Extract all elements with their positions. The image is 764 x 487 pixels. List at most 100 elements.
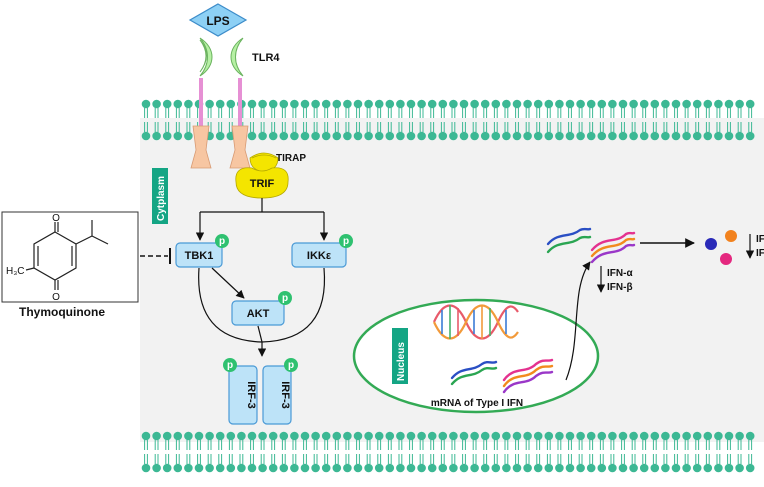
lipid-head	[470, 131, 479, 141]
lipid-head	[586, 99, 596, 109]
lipid-head	[714, 463, 723, 473]
lipid-head	[374, 131, 384, 141]
lipid-head	[671, 431, 681, 441]
lipid-head	[586, 463, 596, 473]
lipid-head	[491, 463, 501, 473]
lipid-head	[523, 463, 532, 473]
lipid-head	[279, 463, 289, 473]
lipid-head	[449, 131, 458, 141]
lipid-head	[152, 431, 161, 441]
lipid-head	[173, 463, 183, 473]
lipid-head	[586, 131, 596, 141]
lipid-head	[745, 99, 755, 109]
lipid-head	[459, 131, 469, 141]
lipid-head	[661, 99, 670, 109]
lipid-head	[332, 99, 342, 109]
thymoquinone-o-top: O	[52, 213, 60, 224]
lipid-head	[353, 463, 363, 473]
lipid-head	[703, 131, 713, 141]
lipid-head	[618, 431, 628, 441]
lipid-head	[724, 131, 734, 141]
cell-membrane-bottom	[141, 431, 755, 473]
lipid-head	[491, 131, 501, 141]
lipid-head	[692, 463, 702, 473]
lipid-head	[682, 463, 691, 473]
lipid-head	[194, 463, 204, 473]
lipid-head	[533, 131, 543, 141]
lipid-head	[152, 131, 161, 141]
lipid-head	[459, 463, 469, 473]
lipid-head	[364, 431, 373, 441]
lipid-head	[724, 99, 734, 109]
tbk1-to-akt-arrow	[211, 267, 245, 299]
lipid-head	[608, 431, 617, 441]
lipid-head	[555, 99, 564, 109]
lipid-head	[321, 99, 331, 109]
lipid-head	[385, 99, 395, 109]
lipid-head	[480, 131, 490, 141]
tbk1-phospho-badge	[215, 234, 229, 248]
lipid-head	[512, 463, 522, 473]
lipid-head	[629, 99, 638, 109]
irf3-label-left: IRF-3	[245, 381, 257, 409]
lipid-head	[618, 131, 628, 141]
lipid-head	[745, 431, 755, 441]
lipid-head	[438, 99, 448, 109]
lipid-head	[512, 99, 522, 109]
lipid-head	[406, 463, 416, 473]
lipid-head	[427, 431, 437, 441]
irf3-left-phospho-badge	[223, 358, 237, 372]
lipid-head	[162, 463, 172, 473]
lipid-head	[555, 463, 564, 473]
cytoplasmic-mrna-icon	[546, 227, 636, 264]
lipid-head	[523, 99, 532, 109]
lipid-head	[364, 463, 373, 473]
lipid-head	[597, 431, 607, 441]
lipid-head	[533, 463, 543, 473]
lipid-head	[215, 131, 225, 141]
lipid-head	[417, 431, 426, 441]
lipid-head	[597, 463, 607, 473]
lipid-head	[417, 131, 426, 141]
lipid-head	[141, 431, 151, 441]
nucleus	[352, 298, 600, 414]
lipid-head	[682, 431, 691, 441]
lipid-head	[502, 431, 511, 441]
lipid-head	[682, 99, 691, 109]
tlr4-label: TLR4	[252, 52, 280, 64]
lipid-head	[205, 463, 214, 473]
lipid-head	[215, 99, 225, 109]
lipid-head	[533, 99, 543, 109]
lipid-head	[247, 463, 257, 473]
lipid-head	[290, 431, 299, 441]
lipid-head	[449, 431, 458, 441]
tbk1-label: TBK1	[185, 250, 214, 262]
ifn-molecule-blue	[705, 238, 717, 250]
lipid-head	[480, 99, 490, 109]
lipid-head	[459, 99, 469, 109]
lipid-head	[629, 463, 638, 473]
irf3-right-phospho-badge	[284, 358, 298, 372]
lipid-head	[162, 431, 172, 441]
lipid-head	[343, 99, 352, 109]
lipid-head	[396, 463, 405, 473]
lipid-head	[173, 431, 183, 441]
lipid-head	[226, 431, 236, 441]
thymoquinone-label: Thymoquinone	[19, 305, 105, 319]
lipid-head	[671, 131, 681, 141]
lipid-head	[141, 99, 151, 109]
tirap-label: TIRAP	[276, 153, 306, 164]
lipid-head	[321, 463, 331, 473]
lipid-head	[343, 463, 352, 473]
lipid-head	[639, 131, 649, 141]
lipid-head	[470, 99, 479, 109]
lps-ligand	[188, 3, 248, 37]
lipid-head	[332, 131, 342, 141]
lipid-head	[470, 463, 479, 473]
lipid-head	[194, 431, 204, 441]
lipid-head	[523, 431, 532, 441]
lipid-head	[184, 431, 193, 441]
lipid-head	[703, 463, 713, 473]
lipid-head	[523, 131, 532, 141]
lipid-head	[279, 431, 289, 441]
